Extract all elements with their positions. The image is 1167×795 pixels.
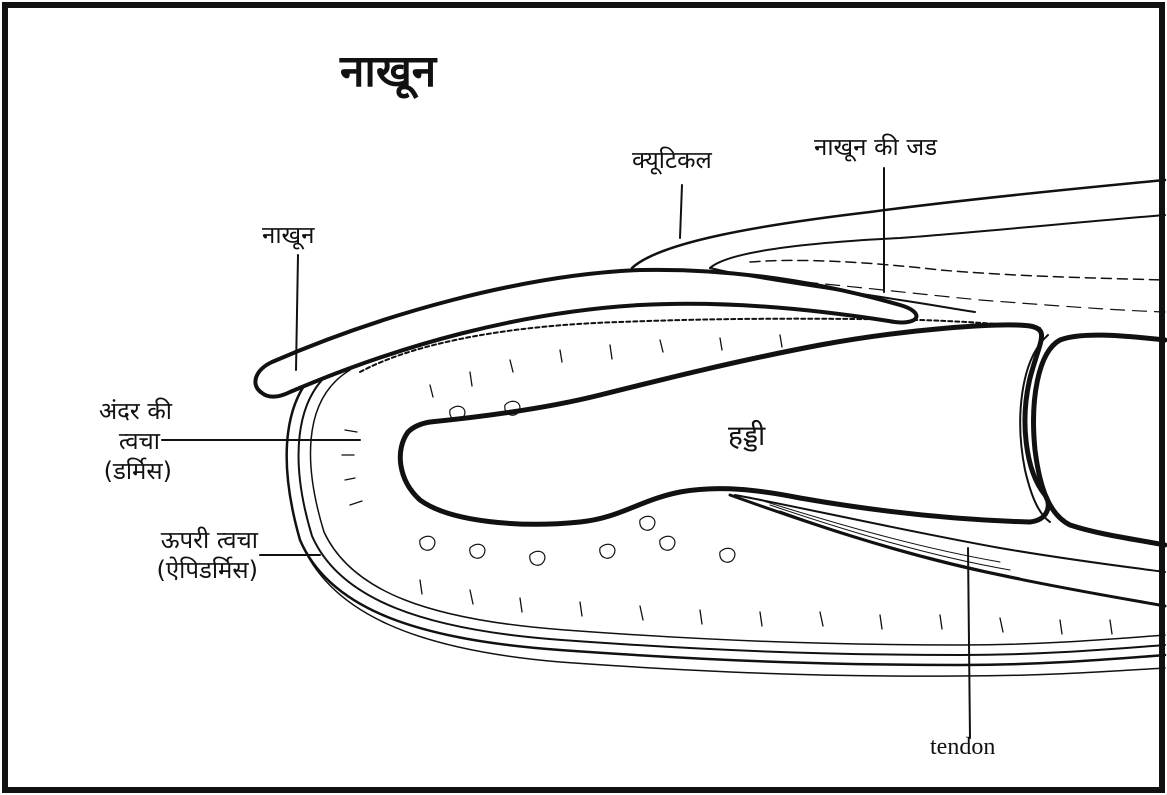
leader-cuticle [680,185,682,238]
label-cuticle: क्यूटिकल [632,145,712,175]
label-nail: नाखून [262,220,315,250]
label-dermis-line3: (डर्मिस) [60,456,172,486]
label-epidermis-line2: (ऐपिडर्मिस) [110,555,258,585]
leader-tendon [968,548,970,738]
label-tendon: tendon [930,732,995,762]
label-epidermis: ऊपरी त्वचा (ऐपिडर्मिस) [110,525,258,585]
middle-bone-outline [1034,335,1165,545]
label-dermis-line1: अंदर की [60,396,172,426]
nail-fold-upper [710,215,1165,268]
label-dermis: अंदर की त्वचा (डर्मिस) [60,396,172,486]
nail-root-fold [750,260,1165,280]
label-bone: हड्डी [728,418,765,453]
label-nail-root: नाखून की जड [814,132,937,162]
cuticle-fold [632,180,1165,268]
label-dermis-line2: त्वचा [60,426,172,456]
label-epidermis-line1: ऊपरी त्वचा [110,525,258,555]
diagram-title: नाखून [340,48,436,96]
bone-outline [400,325,1048,524]
